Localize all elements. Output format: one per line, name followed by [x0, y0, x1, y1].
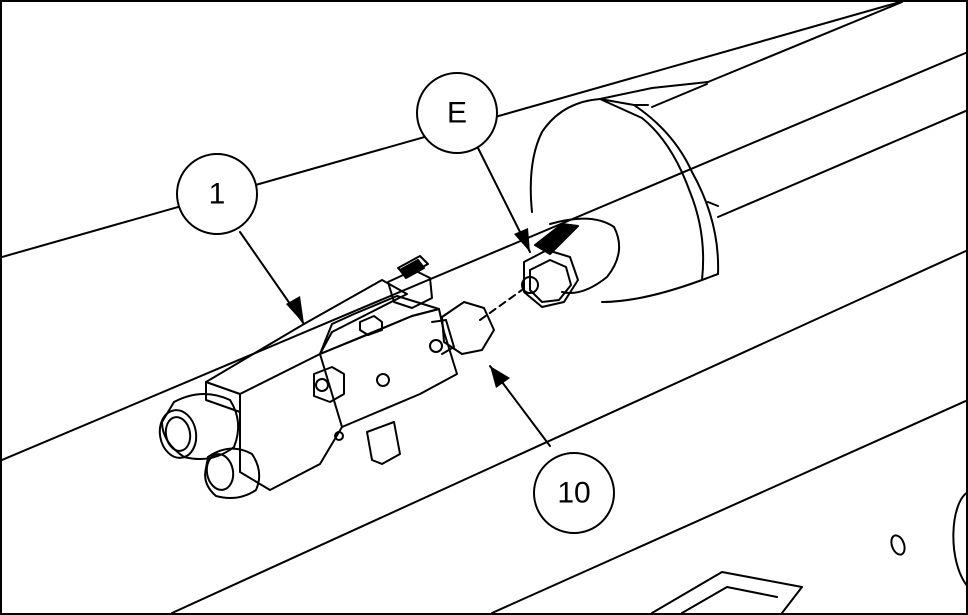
frame-lower-panel-inner [681, 586, 778, 613]
port-boss [549, 217, 621, 294]
valve-screw-2 [429, 339, 443, 353]
callout-label-1: 1 [209, 178, 226, 211]
manifold-front [205, 381, 343, 491]
cylinder-rod-bottom [717, 109, 966, 218]
boom-inner-edge [491, 399, 966, 613]
manifold-fitting-upper-ring [164, 416, 192, 452]
valve-cartridge-knob [399, 259, 425, 279]
fitting-10-nut [441, 301, 495, 355]
arrowhead-1 [286, 296, 304, 324]
fitting-e-nut [523, 249, 579, 308]
frame-right-edge-detail [952, 492, 966, 586]
fitting-e-port [521, 276, 539, 294]
valve-bottom-fitting [366, 421, 401, 465]
fitting-10-body [431, 319, 455, 355]
valve-plug-top [359, 315, 383, 336]
cylinder-front-face [529, 98, 703, 303]
boom-bottom-edge [2, 51, 966, 461]
port-boss-shadow [534, 223, 579, 255]
manifold-edge [239, 353, 321, 395]
arrowhead-10 [490, 366, 510, 388]
boom-lower-outline [171, 249, 966, 613]
manifold-left-face [205, 381, 241, 413]
cylinder-rod-top [651, 83, 708, 108]
cylinder-collar [633, 104, 719, 281]
frame-lower-panel [651, 571, 803, 613]
manifold-fitting-lower-face [205, 453, 235, 491]
callout-label-10: 10 [557, 477, 590, 510]
manifold-fitting-lower [204, 447, 261, 499]
valve-screw-1 [376, 373, 390, 387]
cylinder-body-upper [599, 2, 903, 100]
manifold-fitting-upper-face [158, 409, 198, 459]
valve-fitting-left-port [315, 378, 329, 392]
callout-circle-1 [176, 153, 258, 235]
valve-fitting-left [313, 366, 345, 403]
callout-circle-e [416, 72, 498, 154]
frame-hole [890, 534, 906, 556]
arrowhead-e [514, 228, 530, 252]
callout-label-e: E [447, 97, 467, 130]
connection-dashed-line [479, 289, 523, 321]
manifold-top [205, 279, 408, 383]
callout-circle-10 [533, 452, 615, 534]
